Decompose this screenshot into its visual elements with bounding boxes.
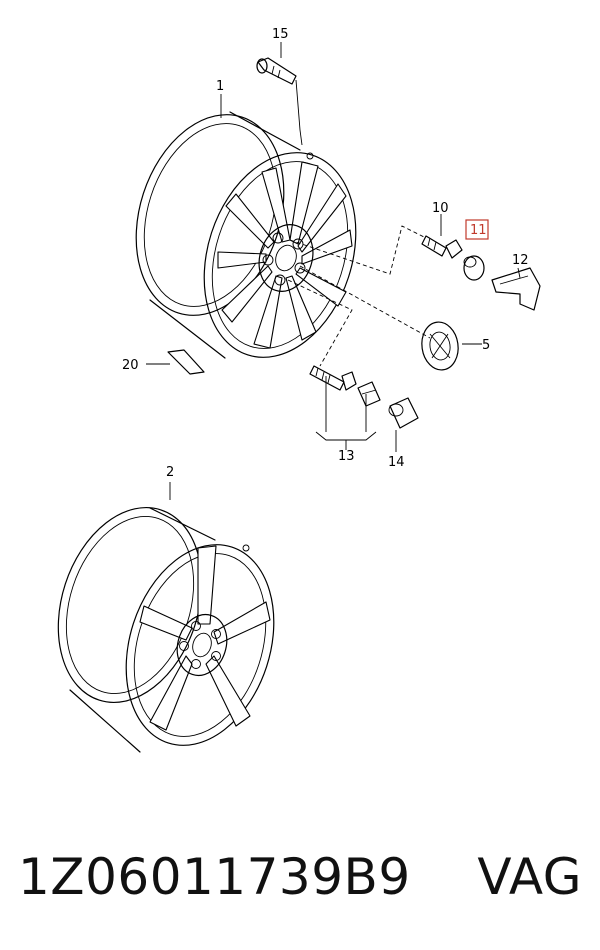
callout-10: 10 [432, 201, 449, 216]
callout-12: 12 [512, 253, 529, 268]
centre-cap-part-5 [421, 321, 459, 371]
callout-11: 11 [470, 223, 487, 238]
wheel-2-drawing [57, 507, 275, 753]
callout-1: 1 [216, 79, 224, 94]
parts-diagram: 15 1 10 11 12 5 20 13 14 2 [57, 27, 541, 753]
callout-2: 2 [166, 465, 174, 480]
wheel-2-spokes [139, 545, 271, 731]
puller-part-12 [491, 267, 541, 311]
balance-weight-part-20 [167, 349, 205, 375]
callout-13: 13 [338, 449, 355, 464]
valve-part-15 [256, 57, 303, 146]
wheel-1-drawing [135, 111, 357, 359]
callout-5: 5 [482, 338, 490, 353]
callout-11-highlight-box [465, 219, 489, 240]
cover-part-14 [388, 397, 419, 429]
leader-lines [146, 42, 521, 500]
footer-caption: 1Z06011739B9 VAG [18, 842, 582, 912]
cap-part-11 [463, 255, 485, 281]
callout-14: 14 [388, 455, 405, 470]
wheel-1-spokes [217, 161, 353, 349]
callout-15: 15 [272, 27, 289, 42]
part-number: 1Z06011739B9 [18, 848, 411, 906]
locking-bolt-part-13 [309, 365, 381, 407]
brand-name: VAG [477, 848, 582, 906]
bolt-part-10 [421, 235, 463, 259]
callout-20: 20 [122, 358, 139, 373]
